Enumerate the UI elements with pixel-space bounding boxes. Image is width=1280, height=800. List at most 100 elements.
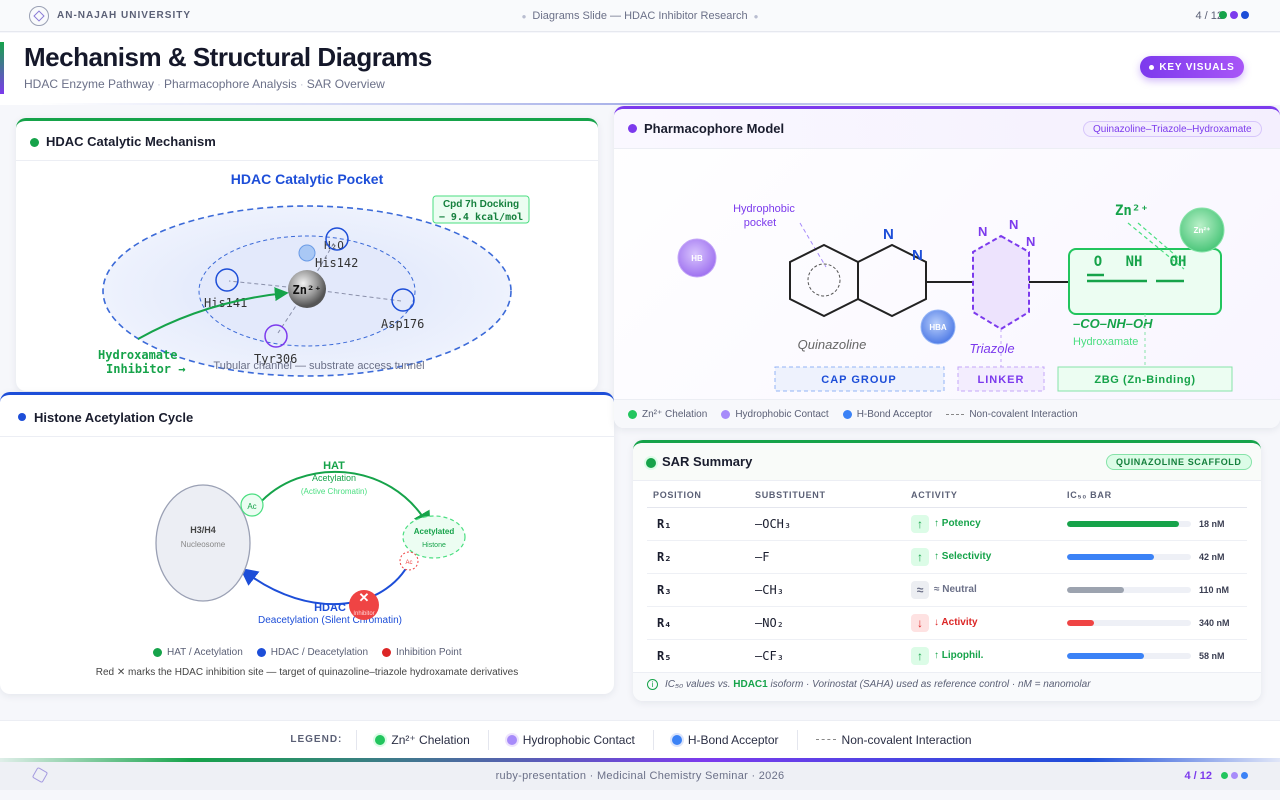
legend-title: LEGEND:	[290, 734, 343, 745]
docking-value: − 9.4 kcal/mol	[439, 212, 523, 223]
hb-label: HB	[691, 254, 703, 263]
nucleosome	[155, 484, 251, 602]
pharmacophore-card: Pharmacophore Model Quinazoline–Triazole…	[614, 106, 1280, 428]
legend-item-hydrophobic: Hydrophobic Contact	[487, 729, 653, 750]
ic50-value: 18 nM	[1199, 518, 1225, 529]
status-dot	[30, 138, 39, 147]
zbg-label: ZBG (Zn-Binding)	[1094, 374, 1195, 386]
substituent-cell: –OCH₃	[755, 507, 911, 541]
activity-cell: ↓↓ Activity	[911, 606, 1067, 640]
activity-cell: ↑↑ Lipophil.	[911, 639, 1067, 673]
ic50-bar	[1067, 553, 1191, 560]
atom-n5: N	[1026, 234, 1035, 249]
hat-legend-swatch	[153, 648, 162, 657]
position-cell: R₁	[647, 507, 755, 541]
hdac-label: HDAC	[314, 602, 346, 614]
linker-label: LINKER	[978, 374, 1025, 386]
status-dot	[18, 413, 26, 421]
info-icon: i	[647, 679, 658, 690]
ic50-bar	[1067, 520, 1191, 527]
hdac-pocket-diagram: HDAC Catalytic Pocket H₂O His142 His141 …	[98, 171, 530, 377]
ic50-cell: 18 nM	[1067, 507, 1247, 541]
hba-legend-swatch	[671, 734, 682, 745]
status-dot	[646, 458, 656, 468]
hdac-sublabel: Deacetylation (Silent Chromatin)	[258, 615, 402, 626]
atom-n3: N	[978, 224, 987, 239]
sar-footnote: i IC₅₀ values vs. HDAC1 isoform · Vorino…	[647, 679, 1091, 690]
inhibition-legend-swatch	[382, 648, 392, 657]
his141-residue	[215, 268, 239, 292]
col-position: POSITION	[647, 483, 755, 508]
global-legend: LEGEND: Zn²⁺ Chelation Hydrophobic Conta…	[0, 720, 1280, 758]
activity-cell: ↑↑ Selectivity	[911, 540, 1067, 574]
triazole-label: Triazole	[969, 341, 1014, 356]
atom-oh: OH	[1170, 254, 1187, 270]
h2o-molecule	[298, 244, 316, 262]
card-title: Histone Acetylation Cycle	[34, 410, 194, 425]
ic50-cell: 110 nM	[1067, 573, 1247, 607]
substituent-cell: –NO₂	[755, 606, 911, 640]
table-row: R₅–CF₃↑↑ Lipophil.58 nM	[647, 639, 1247, 673]
zn-legend-swatch	[375, 734, 386, 745]
position-cell: R₃	[647, 573, 755, 607]
triazole-ring	[972, 234, 1030, 331]
his142-label: His142	[315, 256, 358, 270]
activity-cell: ↑↑ Potency	[911, 507, 1067, 541]
asp176-label: Asp176	[381, 317, 424, 331]
scaffold-tag: Quinazoline–Triazole–Hydroxamate	[1083, 121, 1262, 137]
card-title: SAR Summary	[662, 454, 753, 469]
legend-item-hba: H-Bond Acceptor	[652, 729, 797, 750]
nucleosome-label: H3/H4	[190, 525, 216, 535]
scaffold-tag: QUINAZOLINE SCAFFOLD	[1106, 454, 1252, 470]
atom-nh: NH	[1126, 254, 1143, 270]
col-ic50: IC₅₀ BAR	[1067, 483, 1247, 508]
tunnel-caption: Tubular channel — substrate access tunne…	[213, 360, 424, 372]
university-name: AN-NAJAH UNIVERSITY	[57, 10, 192, 21]
pyrimidine-ring	[857, 243, 927, 318]
ic50-value: 42 nM	[1199, 551, 1225, 562]
status-dot	[628, 124, 637, 133]
quinazoline-label: Quinazoline	[798, 337, 867, 352]
footer-progress-dots	[1221, 772, 1248, 779]
sar-note-strip	[633, 672, 1261, 701]
ic50-bar	[1067, 619, 1191, 626]
header-divider	[40, 103, 1240, 105]
ic50-cell: 58 nM	[1067, 639, 1247, 673]
ic50-value: 58 nM	[1199, 650, 1225, 661]
position-cell: R₂	[647, 540, 755, 574]
hat-sublabel: Acetylation	[312, 473, 356, 483]
zbg-label-box	[1057, 366, 1233, 392]
card-title: Pharmacophore Model	[644, 121, 785, 136]
table-row: R₁–OCH₃↑↑ Potency 18 nM	[647, 507, 1247, 541]
pocket-label: HDAC Catalytic Pocket	[231, 171, 384, 187]
acetyl-group	[240, 493, 264, 517]
acetylated-label: Acetylated	[414, 527, 455, 536]
hydrophobic-legend-swatch	[506, 734, 517, 745]
card-header: Histone Acetylation Cycle	[0, 395, 614, 437]
activity-label: ≈ Neutral	[934, 584, 977, 595]
docking-title: Cpd 7h Docking	[443, 199, 519, 210]
zn-label: Zn²⁺	[1115, 203, 1149, 219]
slide-header: Mechanism & Structural Diagrams HDAC Enz…	[0, 33, 1280, 105]
activity-label: ↑ Selectivity	[934, 551, 992, 562]
activity-label: ↑ Potency	[934, 518, 981, 529]
inhibitor-label-2: Inhibitor →	[106, 362, 185, 376]
pharm-legend: Zn²⁺ Chelation Hydrophobic Contact H-Bon…	[628, 409, 1092, 420]
hat-arc	[257, 470, 431, 530]
legend-item-zn: Zn²⁺ Chelation	[356, 729, 487, 750]
table-header-row: POSITION SUBSTITUENT ACTIVITY IC₅₀ BAR	[647, 483, 1247, 508]
cap-group-label: CAP GROUP	[821, 374, 896, 386]
card-header: SAR Summary QUINAZOLINE SCAFFOLD	[633, 443, 1261, 481]
hat-note: (Active Chromatin)	[301, 487, 368, 496]
tyr306-label: Tyr306	[254, 352, 297, 366]
histone-legend: HAT / Acetylation HDAC / Deacetylation I…	[153, 647, 476, 658]
cap-group-box	[774, 366, 945, 392]
slide-breadcrumb: ●Diagrams Slide — HDAC Inhibitor Researc…	[521, 10, 759, 22]
hba-legend-swatch	[842, 410, 852, 419]
col-substituent: SUBSTITUENT	[755, 483, 911, 508]
noncovalent-legend-swatch	[815, 739, 836, 740]
ic50-bar-fill	[1067, 553, 1154, 560]
page-subtitle: HDAC Enzyme Pathway·Pharmacophore Analys…	[24, 77, 385, 91]
progress-dots	[1219, 11, 1249, 19]
